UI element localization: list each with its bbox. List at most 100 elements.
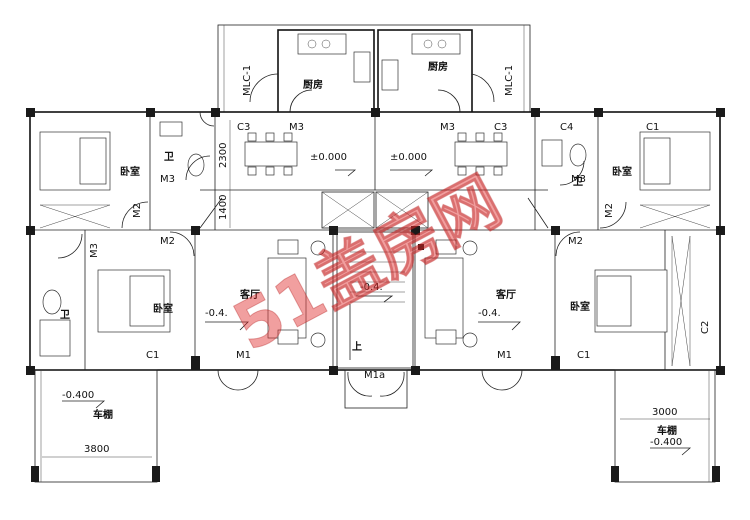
door-swing-m1-left <box>217 369 239 391</box>
level-marker <box>650 447 692 456</box>
column <box>594 108 603 117</box>
label-c1-mid-right: C1 <box>577 350 590 361</box>
room-label-bedroom-top-left: 卧室 <box>120 165 140 178</box>
light-well-right <box>375 191 429 229</box>
label-m1-right: M1 <box>497 350 512 361</box>
column <box>26 366 35 375</box>
level-marker <box>62 400 106 409</box>
dimension-3000: 3000 <box>652 407 677 418</box>
label-m3-bath-top-left: M3 <box>160 174 175 185</box>
level-dining-right: ±0.000 <box>390 152 427 163</box>
label-m2-mid-right: M2 <box>568 236 583 247</box>
bed-duvet <box>79 137 107 185</box>
shower-tray <box>39 319 71 357</box>
dining-chair <box>493 166 503 176</box>
level-garage-left: -0.400 <box>62 390 94 401</box>
label-m3-dining-left: M3 <box>289 122 304 133</box>
dining-chair <box>247 166 257 176</box>
label-m1a: M1a <box>364 370 385 381</box>
dining-chair <box>265 166 275 176</box>
room-label-bedroom-top-right: 卧室 <box>612 165 632 178</box>
door-swing-m2-mid <box>169 231 195 257</box>
door-swing-kitchen-right <box>437 89 461 113</box>
door-swing-m1-left <box>237 369 259 391</box>
room-label-kitchen-left: 厨房 <box>303 78 323 91</box>
level-living-right: -0.4. <box>478 308 501 319</box>
room-label-bath-mid-left: 卫 <box>60 309 70 321</box>
door-swing-m3 <box>185 155 211 181</box>
column <box>191 356 200 370</box>
door-swing-m2-right-mid <box>555 231 581 257</box>
entry-porch <box>344 369 408 409</box>
room-label-living-right: 客厅 <box>495 288 516 301</box>
window-swing <box>199 111 215 127</box>
column <box>211 108 220 117</box>
door-swing-m2 <box>121 201 149 229</box>
door-swing-m3-mid <box>57 233 83 259</box>
level-marker <box>390 169 434 177</box>
label-c4: C4 <box>560 122 573 133</box>
column <box>716 366 725 375</box>
toilet-top-right <box>569 143 587 167</box>
column <box>31 466 39 482</box>
column <box>191 226 200 235</box>
column <box>531 108 540 117</box>
armchair <box>277 329 299 345</box>
label-m3-dining-right: M3 <box>440 122 455 133</box>
room-label-garage-left: 车棚 <box>93 408 113 421</box>
level-marker <box>356 295 394 303</box>
side-table <box>310 240 326 256</box>
side-table <box>462 332 478 348</box>
room-label-bedroom-mid-left: 卧室 <box>153 302 173 315</box>
sofa-right <box>424 257 464 339</box>
garage-right <box>614 369 716 483</box>
column <box>716 108 725 117</box>
wardrobe-line <box>639 204 711 229</box>
room-label-kitchen-right: 厨房 <box>428 60 448 73</box>
sink-bowl <box>307 39 317 49</box>
room-label-living-left: 客厅 <box>239 288 260 301</box>
side-table <box>310 332 326 348</box>
armchair <box>435 329 457 345</box>
level-marker <box>335 169 357 177</box>
label-m3-bath-top-right: M3 <box>571 174 586 185</box>
level-marker <box>205 321 249 331</box>
column <box>551 226 560 235</box>
label-m2-mid-left: M2 <box>160 236 175 247</box>
bath-basin-right <box>541 139 563 167</box>
armchair <box>435 239 457 255</box>
dining-chair <box>247 132 257 142</box>
kitchen-right-stove <box>381 59 399 91</box>
garage-left <box>34 369 158 483</box>
door-swing-mlc-left <box>249 73 279 103</box>
side-table <box>462 240 478 256</box>
dining-chair <box>475 166 485 176</box>
dining-table-right <box>454 141 508 167</box>
door-swing-kitchen-left <box>289 89 313 113</box>
door-swing-m2-right <box>599 201 627 229</box>
bed-duvet <box>596 275 632 327</box>
sink-bowl <box>321 39 331 49</box>
column <box>146 108 155 117</box>
dining-table-left <box>244 141 298 167</box>
sink-bowl <box>437 39 447 49</box>
dining-chair <box>457 132 467 142</box>
corridor-door <box>199 197 223 229</box>
armchair <box>277 239 299 255</box>
door-swing-m1-right <box>481 369 503 391</box>
label-c3-right: C3 <box>494 122 507 133</box>
label-c1-top-right: C1 <box>646 122 659 133</box>
bath-basin <box>159 121 183 137</box>
room-label-bath-top-right: 卫 <box>573 176 583 188</box>
column <box>716 226 725 235</box>
light-well-left <box>321 191 375 229</box>
column <box>26 226 35 235</box>
level-stair: -0.4. <box>360 282 383 293</box>
kitchen-left-stove <box>353 51 371 83</box>
column <box>551 356 560 370</box>
column <box>712 466 720 482</box>
column <box>411 226 420 235</box>
label-m1-left: M1 <box>236 350 251 361</box>
dining-chair <box>265 132 275 142</box>
